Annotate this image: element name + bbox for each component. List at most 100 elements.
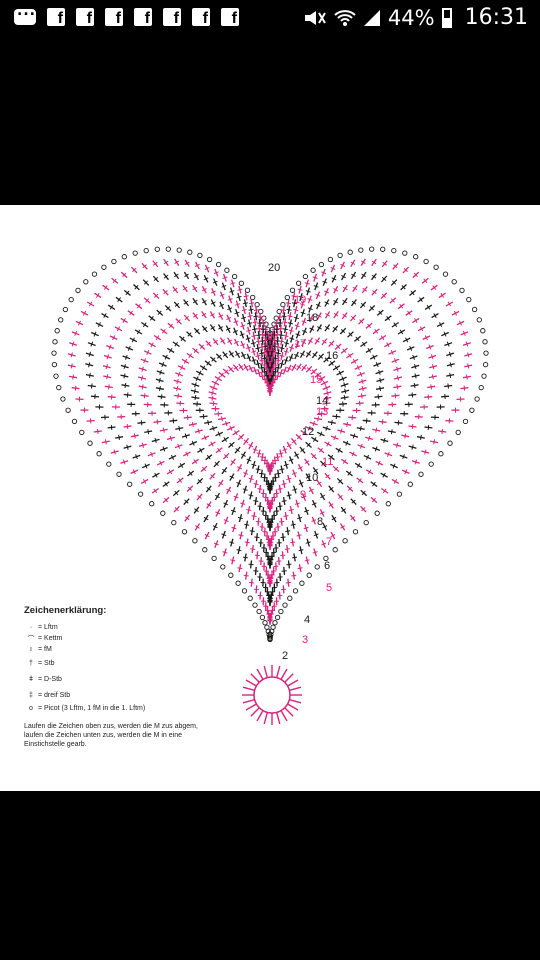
stitch-crossbar — [382, 488, 387, 494]
stitch-crossbar — [390, 349, 394, 355]
stitch-crossbar — [294, 502, 300, 505]
center-stitch — [242, 686, 255, 691]
center-stitch — [242, 699, 255, 704]
stitch-crossbar — [248, 477, 254, 480]
stitch-crossbar — [340, 428, 343, 434]
stitch-crossbar — [298, 295, 304, 299]
stitch-crossbar — [297, 466, 303, 470]
stitch-crossbar — [304, 460, 310, 465]
stitch-crossbar — [259, 366, 265, 369]
stitch-crossbar — [197, 495, 202, 499]
stitch-crossbar — [140, 420, 143, 426]
stitch-crossbar — [336, 344, 341, 349]
stitch-crossbar — [279, 347, 285, 350]
picot-stitch — [337, 252, 343, 259]
picot-stitch — [358, 247, 364, 253]
picot-stitch — [323, 555, 329, 562]
stitch-crossbar — [396, 366, 399, 372]
stitch-crossbar — [449, 362, 452, 368]
stitch-crossbar — [342, 313, 347, 318]
stitch-crossbar — [201, 466, 206, 472]
stitch-crossbar — [355, 336, 360, 342]
stitch-crossbar — [286, 563, 292, 566]
legend-item: ı= fM — [24, 644, 224, 655]
stitch-crossbar — [249, 530, 255, 532]
stitch-crossbar — [193, 348, 198, 354]
stitch-crossbar — [374, 329, 379, 334]
stitch-crossbar — [248, 494, 254, 497]
stitch-crossbar — [206, 503, 212, 507]
picot-stitch — [287, 595, 293, 601]
stitch-crossbar — [275, 359, 281, 362]
stitch-crossbar — [243, 365, 249, 370]
stitch-crossbar — [236, 481, 242, 485]
stitch-crossbar — [285, 302, 291, 305]
center-stitch — [287, 679, 299, 687]
stitch-crossbar — [324, 290, 330, 294]
stitch-crossbar — [248, 443, 254, 448]
picot-stitch — [71, 418, 78, 425]
stitch-crossbar — [296, 435, 302, 440]
stitch-crossbar — [307, 298, 313, 301]
stitch-crossbar — [126, 444, 129, 450]
stitch-crossbar — [440, 293, 445, 298]
stitch-crossbar — [222, 276, 228, 279]
stitch-crossbar — [246, 509, 252, 511]
stitch-crossbar — [321, 461, 326, 467]
stitch-crossbar — [390, 298, 395, 303]
round-number-label: 14 — [316, 395, 328, 407]
stitch-crossbar — [217, 431, 221, 437]
stitch-crossbar — [340, 263, 346, 267]
stitch-crossbar — [256, 371, 262, 375]
stitch-crossbar — [287, 322, 294, 325]
stitch-crossbar — [217, 447, 221, 453]
stitch-crossbar — [378, 310, 383, 315]
stitch-crossbar — [392, 463, 396, 469]
stitch-crossbar — [159, 369, 162, 375]
picot-stitch — [302, 273, 309, 280]
stitch-crossbar — [465, 341, 469, 347]
stitch-crossbar — [293, 316, 299, 320]
stitch-crossbar — [72, 374, 74, 380]
round-number-label: 17 — [294, 338, 306, 350]
stitch-crossbar — [359, 425, 362, 431]
stitch-crossbar — [136, 329, 141, 335]
stitch-crossbar — [243, 574, 249, 577]
stitch-crossbar — [277, 488, 283, 490]
stitch-crossbar — [315, 293, 321, 297]
stitch-crossbar — [109, 304, 114, 310]
stitch-crossbar — [367, 347, 372, 353]
stitch-crossbar — [441, 428, 443, 434]
stitch-round — [208, 363, 332, 476]
stitch-crossbar — [288, 458, 294, 462]
legend-label: = Stb — [38, 659, 55, 667]
picot-stitch — [87, 440, 93, 446]
stitch-crossbar — [279, 354, 285, 357]
stitch-crossbar — [112, 335, 116, 341]
stitch-crossbar — [283, 515, 289, 517]
stitch-crossbar — [414, 373, 417, 379]
stitch-crossbar — [132, 469, 136, 475]
stitch-crossbar — [146, 349, 150, 355]
stitch-crossbar — [308, 488, 314, 492]
stitch-crossbar — [105, 364, 108, 370]
stitch-crossbar — [168, 323, 173, 329]
stitch-crossbar — [262, 364, 268, 366]
picot-stitch — [261, 315, 267, 321]
stitch-crossbar — [129, 310, 133, 316]
stitch-crossbar — [397, 420, 400, 426]
stitch-crossbar — [286, 443, 292, 448]
stitch-crossbar — [259, 456, 265, 458]
stitch-crossbar — [313, 533, 319, 537]
stitch-crossbar — [172, 287, 178, 292]
stitch-crossbar — [281, 483, 287, 485]
stitch-crossbar — [210, 474, 215, 479]
picot-stitch — [53, 373, 59, 379]
stitch-crossbar — [127, 345, 131, 351]
stitch-crossbar — [262, 459, 268, 462]
wifi-icon — [334, 9, 356, 26]
legend-symbol: o — [29, 705, 33, 712]
stitch-crossbar — [326, 441, 330, 447]
stitch-crossbar — [141, 442, 144, 448]
